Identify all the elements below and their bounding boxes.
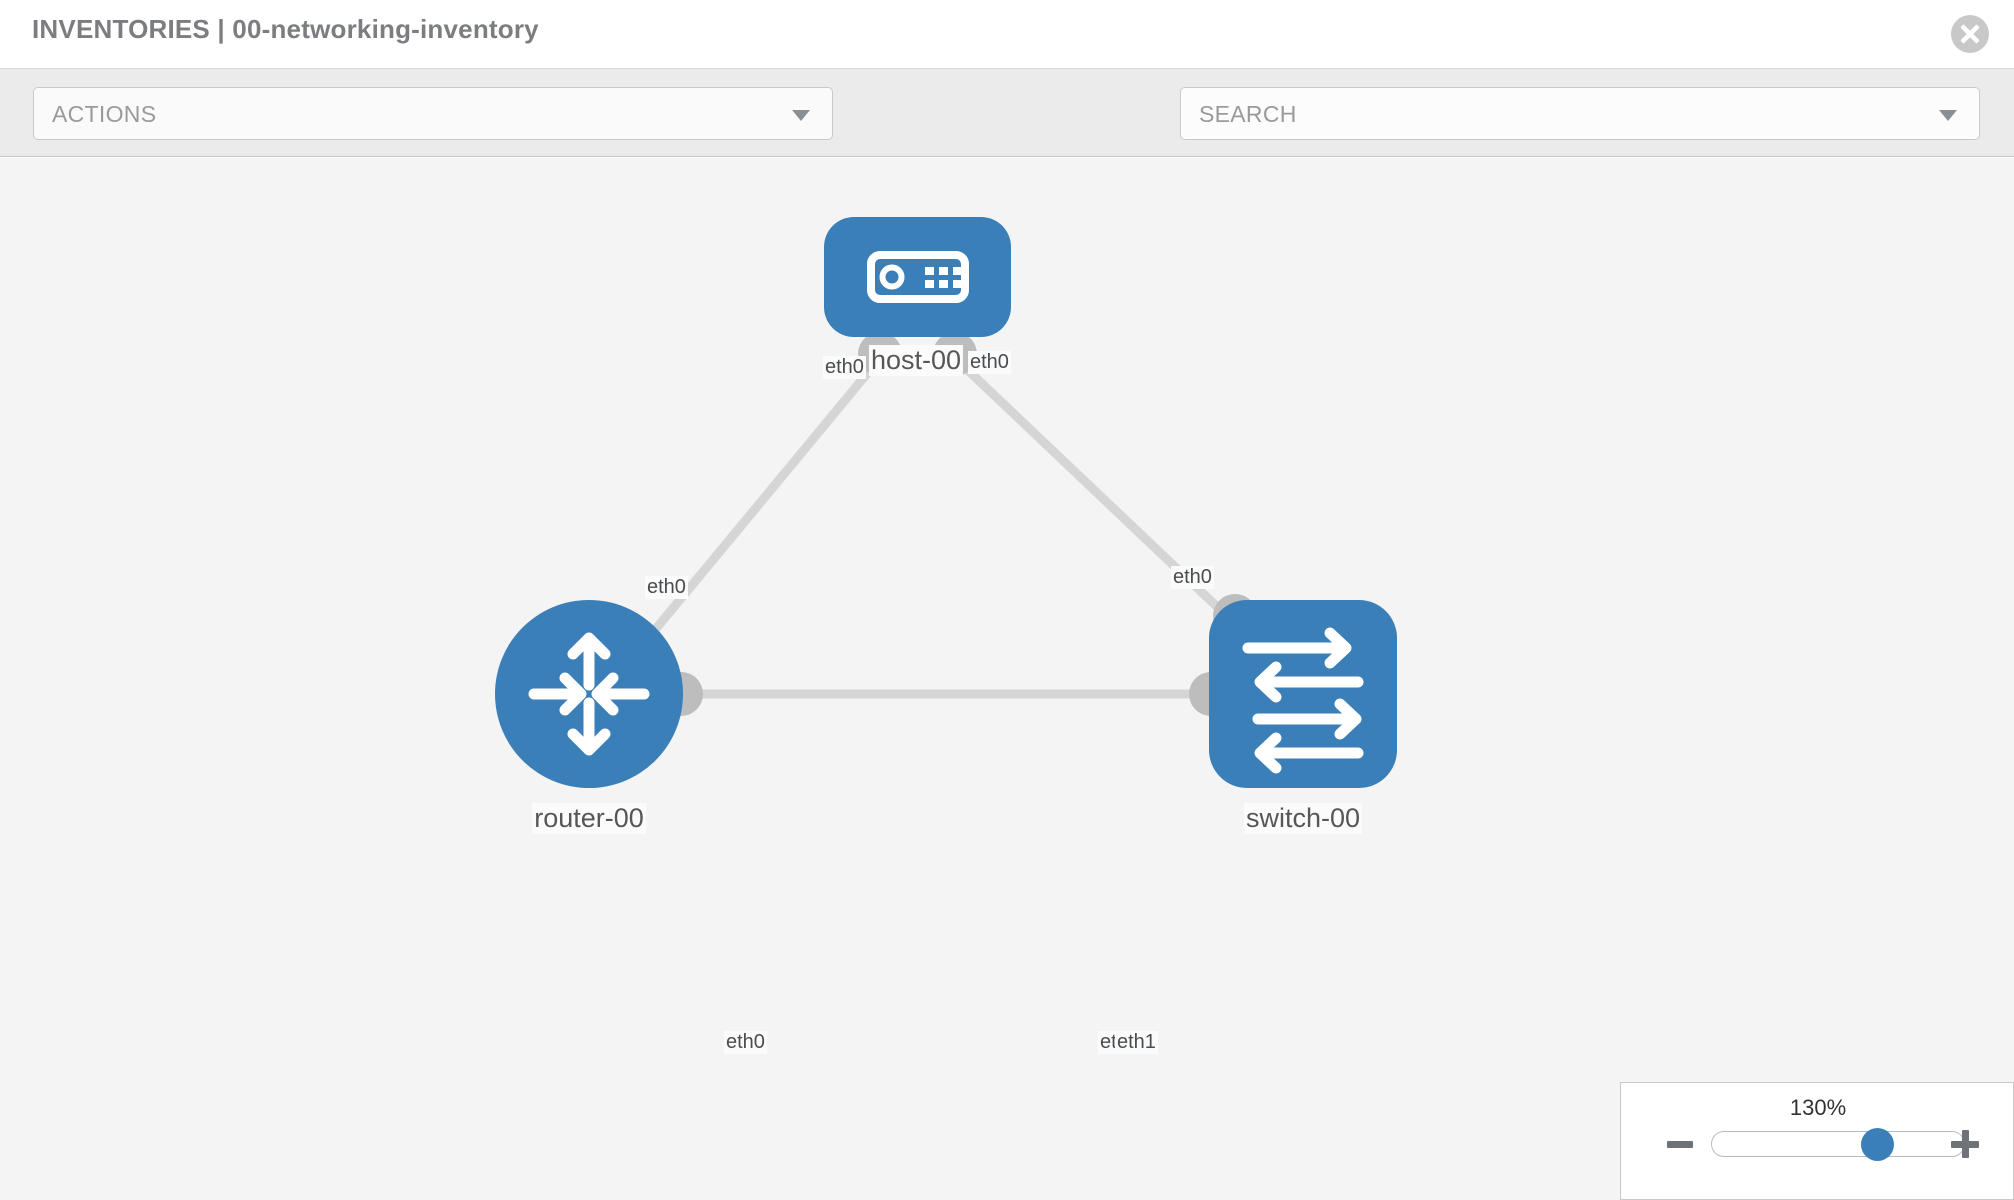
topology-canvas[interactable]: host-00 router-00 switch-00 eth0 eth0 et… [0, 158, 2014, 1200]
topology-graph [495, 217, 1397, 788]
zoom-slider-track[interactable] [1711, 1131, 1965, 1157]
actions-dropdown-label: ACTIONS [52, 101, 157, 127]
link-endpoint-group [659, 332, 1257, 716]
node-router-00[interactable] [495, 600, 683, 788]
router-arrows-icon [528, 632, 650, 756]
link-group [636, 354, 1254, 699]
server-icon [867, 251, 969, 303]
node-label-router-00: router-00 [532, 803, 646, 834]
link-label-host-left: eth0 [823, 356, 866, 379]
zoom-control-panel: 130% [1620, 1082, 2014, 1200]
node-host-00[interactable] [824, 217, 1011, 337]
link-label-host-right: eth0 [968, 351, 1011, 374]
link-label-switch-up: eth0 [1171, 566, 1214, 589]
link-router-host [636, 355, 884, 651]
search-placeholder: SEARCH [1199, 101, 1297, 127]
node-label-switch-00: switch-00 [1243, 803, 1363, 834]
link-label-switch-left: eth1 [1115, 1031, 1158, 1054]
node-label-host-00: host-00 [868, 345, 964, 376]
zoom-out-button[interactable] [1667, 1141, 1693, 1148]
zoom-slider-thumb[interactable] [1861, 1128, 1894, 1161]
node-switch-00[interactable] [1209, 600, 1397, 788]
search-input[interactable]: SEARCH [1180, 87, 1980, 140]
switch-arrows-icon [1242, 627, 1364, 774]
page-header: INVENTORIES | 00-networking-inventory [0, 0, 2014, 69]
link-host-switch [951, 354, 1254, 642]
actions-dropdown[interactable]: ACTIONS [33, 87, 833, 140]
zoom-level-text: 130% [1789, 1095, 1847, 1120]
link-label-router-right: eth0 [724, 1031, 767, 1054]
chevron-down-icon [1939, 110, 1957, 121]
link-label-router-up: eth0 [645, 576, 688, 599]
chevron-down-icon [792, 110, 810, 121]
page-title: INVENTORIES | 00-networking-inventory [32, 14, 539, 44]
close-icon[interactable] [1951, 15, 1989, 53]
toolbar: ACTIONS SEARCH [0, 69, 2014, 195]
zoom-in-button[interactable] [1951, 1130, 1979, 1158]
